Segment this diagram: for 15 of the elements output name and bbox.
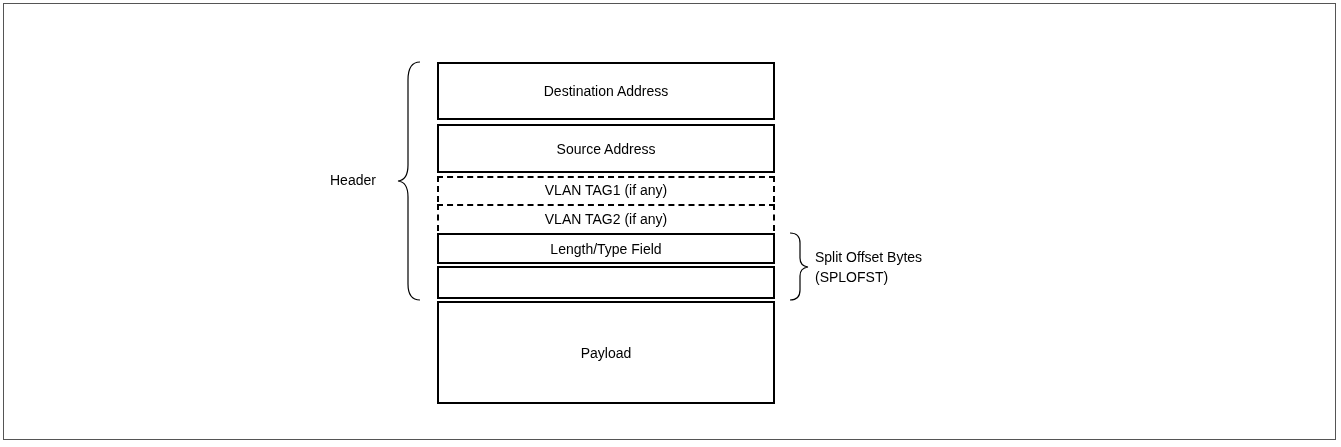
field-box: [437, 233, 775, 264]
field-label: VLAN TAG1 (if any): [544, 182, 668, 198]
optional-field-box: [437, 204, 775, 231]
field-label: Length/Type Field: [550, 240, 662, 257]
field-label: Destination Address: [543, 83, 669, 99]
optional-field-box: [437, 176, 775, 202]
field-box: [437, 124, 775, 173]
bracket-label: Split Offset Bytes (SPLOFST): [815, 248, 924, 287]
field-box: [437, 62, 775, 120]
field-label: Source Address: [556, 140, 656, 157]
field-label: VLAN TAG2 (if any): [544, 210, 668, 227]
field-label: Payload: [580, 344, 632, 361]
payload-box: [437, 301, 775, 404]
field-box: [437, 266, 775, 299]
bracket-label: Header: [330, 171, 377, 190]
